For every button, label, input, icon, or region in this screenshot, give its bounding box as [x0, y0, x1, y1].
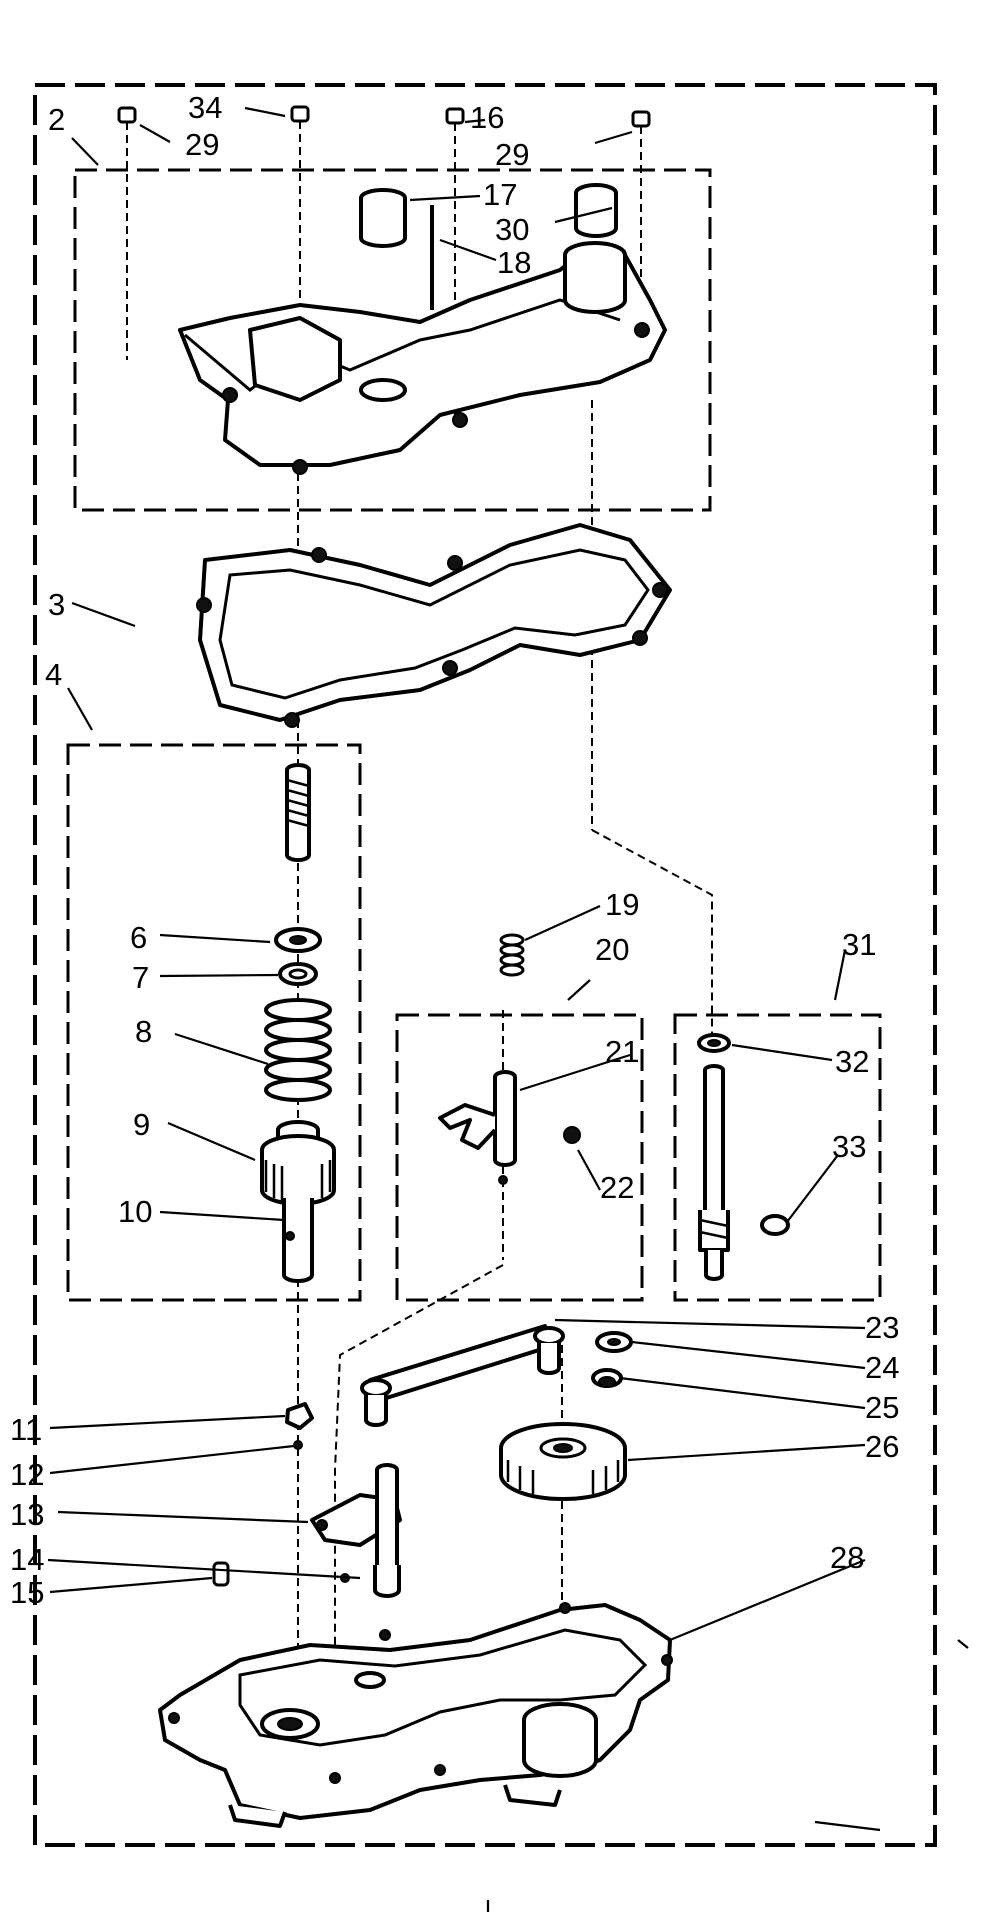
callout-29-left: 29: [185, 127, 219, 162]
top-cover-assembly-box: [73, 168, 712, 512]
washer-12: [293, 1440, 303, 1450]
screw-34: [290, 105, 310, 300]
callout-17: 17: [483, 177, 517, 212]
callout-15: 15: [10, 1575, 44, 1610]
pinion-assembly-box: [66, 743, 362, 1302]
callout-21: 21: [605, 1034, 639, 1069]
callout-28: 28: [830, 1540, 864, 1575]
scan-mark: [814, 1820, 881, 1832]
gear-case-28: [158, 1602, 673, 1828]
gasket-hole: [652, 582, 668, 598]
screw-29-left: [117, 106, 137, 360]
callout-26: 26: [865, 1429, 899, 1464]
pinion-shaft-top: [285, 763, 311, 862]
callout-14: 14: [10, 1542, 44, 1577]
callout-20: 20: [595, 932, 629, 967]
callout-labels: 2 34 29 16 29 17 30 18 3 4 6 7 8 9 10 19…: [10, 90, 899, 1610]
key-11: [285, 1402, 314, 1430]
spring-8: [264, 998, 332, 1102]
callout-12: 12: [10, 1457, 44, 1492]
gasket-hole: [284, 712, 300, 728]
callout-13: 13: [10, 1497, 44, 1532]
gasket-hole: [447, 555, 463, 571]
callout-10: 10: [118, 1194, 152, 1229]
bushing-17: [359, 188, 407, 248]
callout-34: 34: [188, 90, 222, 125]
crank-13: [310, 1463, 402, 1598]
washer-7: [278, 962, 318, 986]
callout-6: 6: [130, 920, 147, 955]
shaft-31: [698, 1064, 730, 1281]
washer-6: [274, 927, 322, 953]
leader-lines: [47, 106, 866, 1642]
bushing-30: [574, 183, 618, 238]
shaft-assembly-box: [673, 1013, 882, 1302]
callout-11: 11: [10, 1412, 42, 1447]
callout-25: 25: [865, 1390, 899, 1425]
clip-32: [697, 1033, 731, 1053]
axis-right-dogleg: [591, 829, 713, 1040]
pinion-gear-9: [260, 1120, 336, 1283]
scan-mark: [957, 1639, 969, 1649]
callout-22: 22: [600, 1170, 634, 1205]
callout-7: 7: [132, 960, 149, 995]
callout-33: 33: [832, 1129, 866, 1164]
ring-33: [760, 1214, 790, 1236]
callout-32: 32: [835, 1044, 869, 1079]
callout-19: 19: [605, 887, 639, 922]
callout-29-right: 29: [495, 137, 529, 172]
callout-16: 16: [470, 100, 504, 135]
link-leader-line: [334, 1264, 504, 1720]
gasket-3-inner: [218, 548, 650, 700]
spring-19: [499, 933, 525, 977]
shifter-assembly-box: [395, 1013, 644, 1302]
callout-23: 23: [865, 1310, 899, 1345]
gasket-hole: [311, 547, 327, 563]
callout-2: 2: [48, 102, 65, 137]
gasket-hole: [196, 597, 212, 613]
callout-4: 4: [45, 657, 62, 692]
screw-29-right: [631, 110, 651, 300]
gasket-hole: [632, 630, 648, 646]
drive-gear-26: [499, 1422, 627, 1501]
callout-3: 3: [48, 587, 65, 622]
gasket-hole: [442, 660, 458, 676]
callout-18: 18: [497, 245, 531, 280]
washer-25: [591, 1368, 623, 1388]
washer-24: [595, 1331, 633, 1353]
top-cover-casting: [178, 241, 667, 475]
callout-31: 31: [842, 927, 876, 962]
callout-24: 24: [865, 1350, 899, 1385]
callout-9: 9: [133, 1107, 150, 1142]
outer-assembly-frame: [33, 83, 937, 1847]
callout-30: 30: [495, 212, 529, 247]
bushing-15: [212, 1561, 230, 1587]
link-arm-23: [360, 1324, 565, 1427]
callout-8: 8: [135, 1014, 152, 1049]
shifter-fork-21: [438, 1070, 517, 1185]
ball-22: [563, 1126, 581, 1144]
